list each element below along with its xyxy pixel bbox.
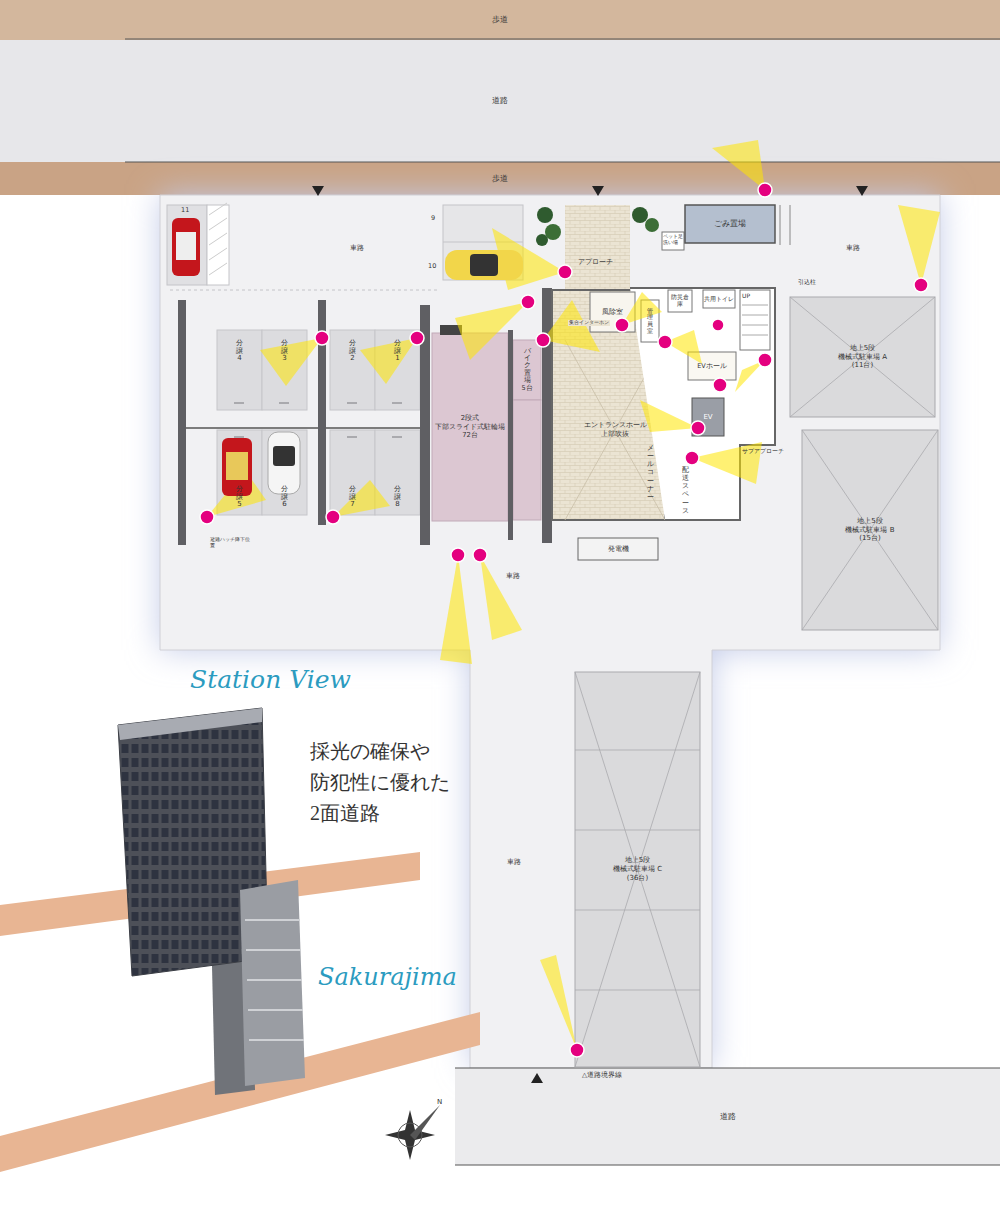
room: 管理員室 xyxy=(641,300,659,342)
sidewalk-band: 歩道 xyxy=(0,162,1000,195)
node-text: 共用トイレ xyxy=(704,296,734,303)
generator-room: 発電機 xyxy=(578,538,658,560)
node-text: 分譲7 xyxy=(349,486,356,509)
node-text: エントランスホール 上部吹抜 xyxy=(579,421,651,439)
node-text: 地上5段 機械式駐車場 B (15台) xyxy=(841,517,899,543)
node-text: 歩道 xyxy=(492,174,508,184)
node-text: 管理員室 xyxy=(647,308,653,334)
facility-label: 集合インターホン xyxy=(568,320,610,326)
driveway-label: 車路 xyxy=(350,244,364,253)
node-text: 道路 xyxy=(492,96,508,106)
node-text: 防災倉庫 xyxy=(669,294,691,308)
parking-slot: 分譲4 xyxy=(217,330,262,410)
facility-label: 配送スペース xyxy=(682,466,689,515)
road-band: 道路 xyxy=(455,1068,1000,1165)
facility-label: ペット足洗い場 xyxy=(663,234,683,245)
node-text: 地上5段 機械式駐車場 A (11台) xyxy=(834,344,892,370)
parking-slot: 分譲6 xyxy=(262,430,307,515)
room: 風除室 xyxy=(590,292,635,332)
node-text: 地上5段 機械式駐車場 C (36台) xyxy=(609,856,667,882)
node-text: バイク置場 xyxy=(524,348,531,384)
node-text: ごみ置場 xyxy=(714,219,746,229)
bicycle-parking: 2段式 下部スライド式駐輪場 72台 xyxy=(432,333,508,521)
parking-slot: 分譲8 xyxy=(375,430,420,515)
facility-label: 引込柱 xyxy=(798,278,816,286)
node-text: 分譲6 xyxy=(281,486,288,509)
parking-slot: 分譲7 xyxy=(330,430,375,515)
space-number: 11 xyxy=(181,206,189,214)
headline: 採光の確保や 防犯性に優れた 2面道路 xyxy=(310,736,475,829)
compass-north: N xyxy=(437,1098,442,1107)
node-text: 5台 xyxy=(521,384,532,392)
node-text: 分譲3 xyxy=(281,340,288,363)
mechanical-parking: 地上5段 機械式駐車場 C (36台) xyxy=(575,672,700,1067)
parking-slot: 分譲5 xyxy=(217,430,262,515)
node-text: 歩道 xyxy=(492,15,508,25)
elevator: EV xyxy=(692,398,724,436)
room: 防災倉庫 xyxy=(668,290,692,312)
driveway-label: 車路 xyxy=(506,572,520,581)
node-text: 分譲1 xyxy=(394,340,401,363)
node-text: 風除室 xyxy=(602,308,623,316)
parking-slot: 分譲2 xyxy=(330,330,375,410)
mechanical-parking: 地上5段 機械式駐車場 B (15台) xyxy=(802,430,938,630)
node-text: 分譲2 xyxy=(349,340,356,363)
room: 共用トイレ xyxy=(703,290,735,308)
approach-label: アプローチ xyxy=(578,258,613,266)
sidewalk-band: 歩道 xyxy=(0,0,1000,40)
driveway-label: 車路 xyxy=(846,244,860,253)
boundary-label: △道路境界線 xyxy=(582,1071,622,1079)
node-text: EV xyxy=(703,413,712,422)
note-label: 避難ハッチ降下位置 xyxy=(210,537,252,548)
node-text: 発電機 xyxy=(608,545,629,554)
parking-slot: 分譲3 xyxy=(262,330,307,410)
facility-label: サブアプローチ xyxy=(742,447,784,455)
node-text: EVホール xyxy=(697,362,727,370)
motorcycle-parking: バイク置場5台 xyxy=(513,340,541,400)
node-text: 分譲5 xyxy=(236,486,243,509)
mechanical-parking: 地上5段 機械式駐車場 A (11台) xyxy=(790,297,935,417)
script-title: Sakurajima xyxy=(318,962,457,992)
node-text: 2段式 下部スライド式駐輪場 72台 xyxy=(433,414,507,439)
space-number: 10 xyxy=(428,262,436,270)
node-text: 分譲4 xyxy=(236,340,243,363)
driveway-label: 車路 xyxy=(507,858,521,867)
space-number: 9 xyxy=(431,214,435,222)
garbage-room: ごみ置場 xyxy=(685,205,775,243)
road-band: 道路 xyxy=(0,40,1000,162)
facility-label: メールコーナー xyxy=(647,444,654,501)
node-text: 道路 xyxy=(720,1112,736,1122)
parking-slot: 分譲1 xyxy=(375,330,420,410)
script-title: Station View xyxy=(190,664,351,695)
node-text: 分譲8 xyxy=(394,486,401,509)
elevator-hall: EVホール xyxy=(688,352,736,380)
facility-label: UP xyxy=(742,292,750,300)
